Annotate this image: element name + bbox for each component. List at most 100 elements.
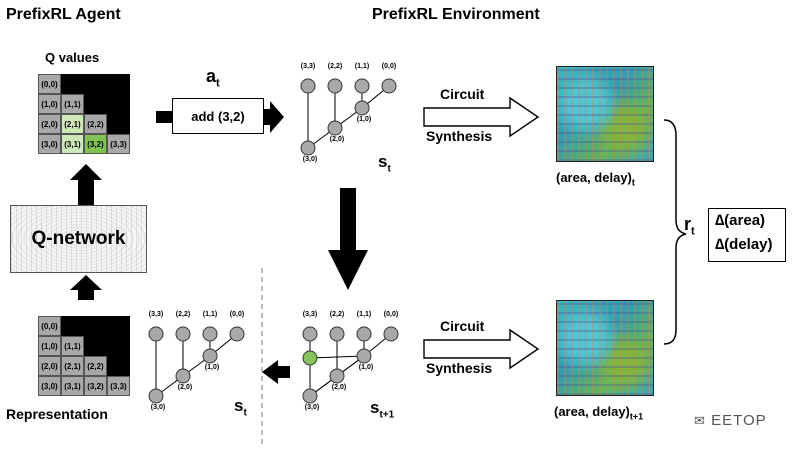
q-values-cell-2-0: (2,0) [38,114,61,134]
q-values-cell-0-2 [84,74,107,94]
q-values-cell-3-1: (3,1) [61,134,84,154]
graph-st-node-top-0 [300,78,316,94]
graph-st1-node-top-0 [302,326,318,342]
reward-brace [663,119,687,345]
representation-cell-3-3: (3,3) [107,376,130,396]
arrow-representation-to-q-network [70,275,102,300]
graph-st-left-mid-label-2: (3,0) [151,404,165,411]
representation-cell-2-1: (2,1) [61,356,84,376]
graph-st-left-mid-label-0: (1,0) [205,364,219,371]
representation-cell-2-0: (2,0) [38,356,61,376]
q-values-cell-0-3 [107,74,130,94]
reward-delta-delay: ∆(delay) [715,236,773,253]
area-delay-t1: (area, delay)t+1 [554,404,644,422]
representation-cell-3-0: (3,0) [38,376,61,396]
q-values-cell-1-1: (1,1) [61,94,84,114]
circuit-label-bottom: Circuit [440,318,485,334]
representation-cell-0-1 [61,316,84,336]
q-values-cell-3-0: (3,0) [38,134,61,154]
q-values-grid: (0,0)(1,0)(1,1)(2,0)(2,1)(2,2) (3,0)(3,1)… [38,74,130,154]
graph-st1-node-top-2 [356,326,372,342]
state-label-top: st [378,152,391,175]
agent-header: PrefixRL Agent [6,6,121,23]
wechat-icon: ✉ [694,413,706,428]
q-values-cell-0-1 [61,74,84,94]
circuit-label-top: Circuit [440,86,485,102]
graph-st1-node-top-1 [329,326,345,342]
circuit-layout-t [556,66,654,162]
representation-cell-0-2 [84,316,107,336]
graph-st-node-top-1 [327,78,343,94]
graph-st-left-node-top-3 [229,326,245,342]
synthesis-label-top: Synthesis [426,128,493,144]
representation-grid: (0,0)(1,0)(1,1)(2,0)(2,1)(2,2)(3,0)(3,1)… [38,316,130,396]
graph-st-mid-label-2: (3,0) [303,156,317,163]
representation-cell-2-2: (2,2) [84,356,107,376]
representation-cell-0-0: (0,0) [38,316,61,336]
area-delay-t: (area, delay)t [556,170,635,188]
graph-st-top-label-3: (0,0) [382,63,396,70]
representation-cell-3-2: (3,2) [84,376,107,396]
q-values-cell-3-2: (3,2) [84,134,107,154]
arrow-action-to-env [264,101,284,133]
q-values-cell-3-3: (3,3) [107,134,130,154]
graph-st-top-label-2: (1,1) [355,63,369,70]
arrow-next-to-rep [262,360,290,384]
state-label-next: st+1 [370,398,395,421]
hollow-arrow-top [423,96,540,138]
graph-st-node-20 [327,120,343,136]
arrow-state-transition [328,188,368,290]
graph-st-left-mid-label-1: (2,0) [178,384,192,391]
graph-st-top-label-1: (2,2) [328,63,342,70]
action-label: at [206,66,220,90]
graph-st1-mid-label-2: (3,0) [305,404,319,411]
reward-label: rt [684,214,695,238]
environment-header: PrefixRL Environment [372,6,540,23]
graph-st-left-node-top-0 [148,326,164,342]
q-network-box: Q-network [10,205,147,273]
graph-st-left-node-10 [202,348,218,364]
synthesis-label-bottom: Synthesis [426,360,493,376]
graph-st-top-label-0: (3,3) [301,63,315,70]
circuit-layout-t1 [556,300,654,396]
graph-st-left-node-30 [148,388,164,404]
representation-title: Representation [6,406,108,422]
graph-st-node-top-3 [381,78,397,94]
graph-st1-node-new [302,350,318,366]
graph-st-mid-label-0: (1,0) [357,116,371,123]
q-values-cell-1-3 [107,94,130,114]
representation-cell-1-1: (1,1) [61,336,84,356]
graph-st1-node-20 [329,368,345,384]
graph-st-left-top-label-0: (3,3) [149,311,163,318]
q-values-cell-1-0: (1,0) [38,94,61,114]
state-label-left: st [234,396,247,419]
arrow-q-network-to-q-values [70,164,102,205]
q-values-cell-1-2 [84,94,107,114]
graph-st-left-node-top-1 [175,326,191,342]
graph-st1-mid-label-1: (2,0) [332,384,346,391]
arrow-to-action-left [156,111,172,123]
graph-st-node-30 [300,140,316,156]
graph-st-node-10 [354,100,370,116]
q-network-label: Q-network [31,228,126,249]
graph-st1-top-label-3: (0,0) [384,311,398,318]
representation-cell-2-3 [107,356,130,376]
action-box: add (3,2) [172,98,264,134]
graph-st1-node-top-3 [383,326,399,342]
watermark: ✉ EETOP [694,412,767,429]
reward-delta-area: ∆(area) [715,212,766,229]
q-values-cell-0-0: (0,0) [38,74,61,94]
q-values-cell-2-2: (2,2) [84,114,107,134]
q-values-cell-2-1: (2,1) [61,114,84,134]
representation-cell-1-3 [107,336,130,356]
graph-st1-node-10 [356,348,372,364]
graph-st-left-top-label-1: (2,2) [176,311,190,318]
graph-st1-node-30 [302,388,318,404]
hollow-arrow-bottom [423,328,540,370]
representation-cell-1-2 [84,336,107,356]
graph-st-mid-label-1: (2,0) [330,136,344,143]
graph-st1-top-label-0: (3,3) [303,311,317,318]
reward-box: ∆(area) ∆(delay) [708,208,786,262]
graph-st1-top-label-2: (1,1) [357,311,371,318]
